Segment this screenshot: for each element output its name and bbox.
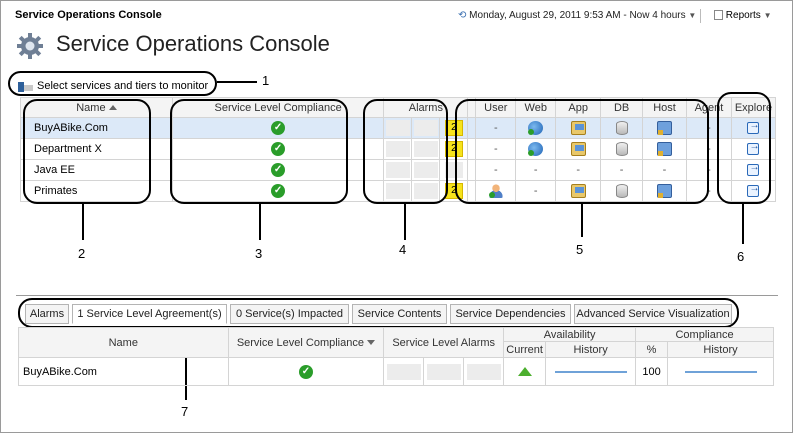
reports-menu[interactable]: Reports ▼ [714,10,772,21]
callout-number-2: 2 [78,246,85,261]
callout-line-5 [581,204,583,237]
compliance-history-sparkline [685,371,757,373]
callout-box-3 [170,99,348,204]
column-group-availability: Availability [504,328,636,342]
sla-table: Name Service Level Compliance Service Le… [18,327,774,386]
callout-number-4: 4 [399,242,406,257]
column-header-compliance-history[interactable]: History [668,342,774,358]
section-divider [16,295,778,296]
callout-box-6 [717,92,771,204]
column-header-percent[interactable]: % [636,342,668,358]
callout-number-3: 3 [255,246,262,261]
arrow-up-icon [518,367,532,376]
table-row[interactable]: BuyABike.Com ✓ 100 [19,358,774,386]
window-title: Service Operations Console [15,9,162,21]
column-header-name[interactable]: Name [19,328,229,358]
callout-box-1 [8,71,217,96]
callout-box-4 [363,99,448,204]
callout-number-1: 1 [262,73,269,88]
reports-icon [714,10,723,20]
callout-line-3 [259,204,261,240]
compliance-percent: 100 [636,358,668,386]
alarm-empty-cell [467,364,501,380]
column-header-current[interactable]: Current [504,342,546,358]
column-header-sla-alarms[interactable]: Service Level Alarms [384,328,504,358]
column-header-slc[interactable]: Service Level Compliance [228,328,384,358]
time-range-icon: ⟲ [458,10,466,21]
reports-label: Reports [726,10,761,21]
callout-line-4 [404,204,406,240]
callout-line-1 [217,81,257,83]
alarm-empty-cell [387,364,421,380]
callout-line-6 [742,204,744,244]
sla-header-row: Name Service Level Compliance Service Le… [19,328,774,342]
toolbar-separator [700,9,701,23]
chevron-down-icon: ▼ [764,11,772,20]
callout-number-7: 7 [181,404,188,419]
callout-box-2 [23,99,151,204]
sort-descending-icon [367,340,375,345]
sla-service-name[interactable]: BuyABike.Com [19,358,229,386]
callout-box-7 [18,298,739,328]
chevron-down-icon: ▼ [688,11,696,20]
callout-number-5: 5 [576,242,583,257]
callout-number-6: 6 [737,249,744,264]
alarm-empty-cell [427,364,461,380]
column-group-compliance: Compliance [636,328,774,342]
page-title: Service Operations Console [56,31,330,57]
time-range-selector[interactable]: ⟲ Monday, August 29, 2011 9:53 AM - Now … [458,10,696,21]
time-range-label: Monday, August 29, 2011 9:53 AM - Now 4 … [469,10,685,21]
callout-box-5 [455,99,709,204]
availability-history-sparkline [555,371,627,373]
gear-icon [16,32,44,60]
column-header-availability-history[interactable]: History [546,342,636,358]
callout-line-2 [82,204,84,240]
compliance-ok-icon: ✓ [299,365,313,379]
